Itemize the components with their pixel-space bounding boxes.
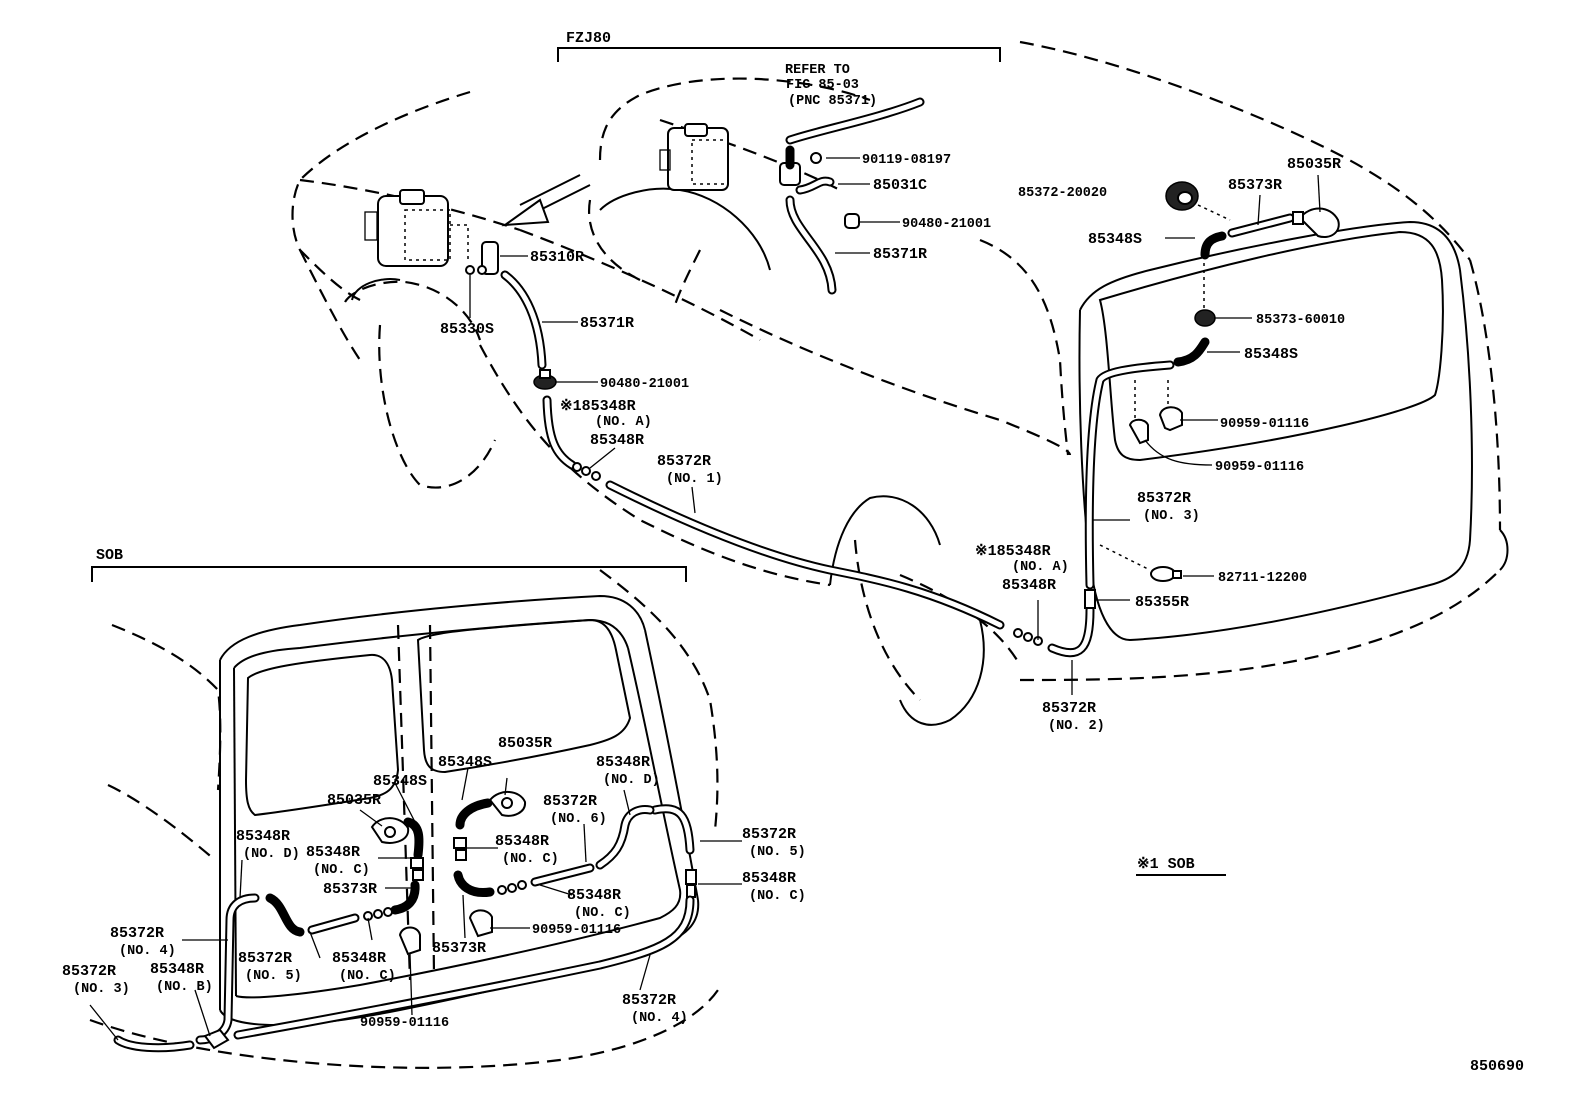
label-sob-85372r-no5-right-sub: (NO. 5) bbox=[749, 845, 806, 860]
label-sob-85373r-b: 85373R bbox=[432, 940, 486, 957]
label-185348r-front-sub: (NO. A) bbox=[595, 415, 652, 430]
label-85348r-rear: 85348R bbox=[1002, 577, 1056, 594]
label-90119-08197: 90119-08197 bbox=[862, 153, 951, 168]
group-title-sob: SOB bbox=[96, 547, 123, 564]
label-sob-85372r-no5-left-sub: (NO. 5) bbox=[245, 969, 302, 984]
label-sob-85372r-no4-right: 85372R bbox=[622, 992, 676, 1009]
label-sob-85348r-c3: 85348R bbox=[567, 887, 621, 904]
label-sob-85348s-center: 85348S bbox=[438, 754, 492, 771]
label-sob-85348r-b: 85348R bbox=[150, 961, 204, 978]
label-85372r-no2: 85372R bbox=[1042, 700, 1096, 717]
label-sob-85348r-c-right: 85348R bbox=[742, 870, 796, 887]
label-sob-85348r-c1: 85348R bbox=[495, 833, 549, 850]
label-sob-85372r-no5-left: 85372R bbox=[238, 950, 292, 967]
label-85348s-mid: 85348S bbox=[1244, 346, 1298, 363]
refer-note-line-1: REFER TO bbox=[785, 63, 850, 78]
label-85031c: 85031C bbox=[873, 177, 927, 194]
label-sob-85348r-c2-sub: (NO. C) bbox=[313, 863, 370, 878]
label-sob-85373r-a: 85373R bbox=[323, 881, 377, 898]
label-85372r-no3: 85372R bbox=[1137, 490, 1191, 507]
label-85348r-front: 85348R bbox=[590, 432, 644, 449]
label-sob-85372r-no6: 85372R bbox=[543, 793, 597, 810]
label-85371r: 85371R bbox=[580, 315, 634, 332]
sob-washer-components bbox=[113, 791, 697, 1053]
label-sob-85348r-c4: 85348R bbox=[332, 950, 386, 967]
figure-number: 850690 bbox=[1470, 1058, 1524, 1075]
label-sob-85348r-c1-sub: (NO. C) bbox=[502, 852, 559, 867]
label-85330s: 85330S bbox=[440, 321, 494, 338]
label-sob-85035r-left: 85035R bbox=[327, 792, 381, 809]
label-85035r-top: 85035R bbox=[1287, 156, 1341, 173]
label-85355r: 85355R bbox=[1135, 594, 1189, 611]
label-sob-85348r-d-right: 85348R bbox=[596, 754, 650, 771]
label-sob-85372r-no4-left: 85372R bbox=[110, 925, 164, 942]
label-sob-90959-01116-d: 90959-01116 bbox=[360, 1016, 449, 1031]
label-sob-85372r-no6-sub: (NO. 6) bbox=[550, 812, 607, 827]
label-85310r: 85310R bbox=[530, 249, 584, 266]
label-90959-01116-a: 90959-01116 bbox=[1220, 417, 1309, 432]
label-sob-90959-01116-c: 90959-01116 bbox=[532, 923, 621, 938]
label-90480-21001-inset: 90480-21001 bbox=[902, 217, 991, 232]
label-sob-85035r-center: 85035R bbox=[498, 735, 552, 752]
label-85372r-no3-sub: (NO. 3) bbox=[1143, 509, 1200, 524]
part-labels: 90119-08197 85031C 90480-21001 85371R 85… bbox=[62, 153, 1345, 1031]
label-sob-85348r-c3-sub: (NO. C) bbox=[574, 906, 631, 921]
label-90959-01116-b: 90959-01116 bbox=[1215, 460, 1304, 475]
leader-lines bbox=[89, 157, 1321, 1041]
label-185348r-rear-sub: (NO. A) bbox=[1012, 560, 1069, 575]
callout-arrow bbox=[501, 174, 591, 227]
label-90480-21001: 90480-21001 bbox=[600, 377, 689, 392]
label-sob-85372r-no4-left-sub: (NO. 4) bbox=[119, 944, 176, 959]
label-85373-60010: 85373-60010 bbox=[1256, 313, 1345, 328]
label-sob-85348r-b-sub: (NO. B) bbox=[156, 980, 213, 995]
label-sob-85348r-c-right-sub: (NO. C) bbox=[749, 889, 806, 904]
label-sob-85348s-left: 85348S bbox=[373, 773, 427, 790]
label-sob-85372r-no4-right-sub: (NO. 4) bbox=[631, 1011, 688, 1026]
label-85373r-top: 85373R bbox=[1228, 177, 1282, 194]
refer-note-line-2: FIG 85-03 bbox=[786, 78, 859, 93]
refer-note: REFER TO FIG 85-03 (PNC 85371) bbox=[785, 63, 877, 109]
label-sob-85348r-c2: 85348R bbox=[306, 844, 360, 861]
label-sob-85348r-d-left-sub: (NO. D) bbox=[243, 847, 300, 862]
group-titles: FZJ80 SOB ※1 SOB 850690 bbox=[96, 30, 1524, 1075]
front-washer-components bbox=[364, 181, 1340, 658]
label-sob-85348r-d-right-sub: (NO. D) bbox=[603, 773, 660, 788]
main-vehicle-outline bbox=[291, 40, 1509, 726]
label-sob-85348r-d-left: 85348R bbox=[236, 828, 290, 845]
label-85372r-no2-sub: (NO. 2) bbox=[1048, 719, 1105, 734]
label-sob-85372r-no3-sub: (NO. 3) bbox=[73, 982, 130, 997]
label-185348r-front: ※185348R bbox=[560, 398, 636, 415]
label-85372r-no1-sub: (NO. 1) bbox=[666, 472, 723, 487]
footnote-sob: ※1 SOB bbox=[1137, 856, 1195, 873]
label-185348r-rear: ※185348R bbox=[975, 543, 1051, 560]
label-85372-20020: 85372-20020 bbox=[1018, 186, 1107, 201]
label-85372r-no1: 85372R bbox=[657, 453, 711, 470]
refer-note-line-3: (PNC 85371) bbox=[788, 94, 877, 109]
label-sob-85348r-c4-sub: (NO. C) bbox=[339, 969, 396, 984]
label-82711-12200: 82711-12200 bbox=[1218, 571, 1307, 586]
label-sob-85372r-no5-right: 85372R bbox=[742, 826, 796, 843]
fzj80-inset bbox=[557, 47, 1001, 306]
group-title-fzj80: FZJ80 bbox=[566, 30, 611, 47]
label-85371r-inset: 85371R bbox=[873, 246, 927, 263]
label-85348s-top: 85348S bbox=[1088, 231, 1142, 248]
label-sob-85372r-no3: 85372R bbox=[62, 963, 116, 980]
